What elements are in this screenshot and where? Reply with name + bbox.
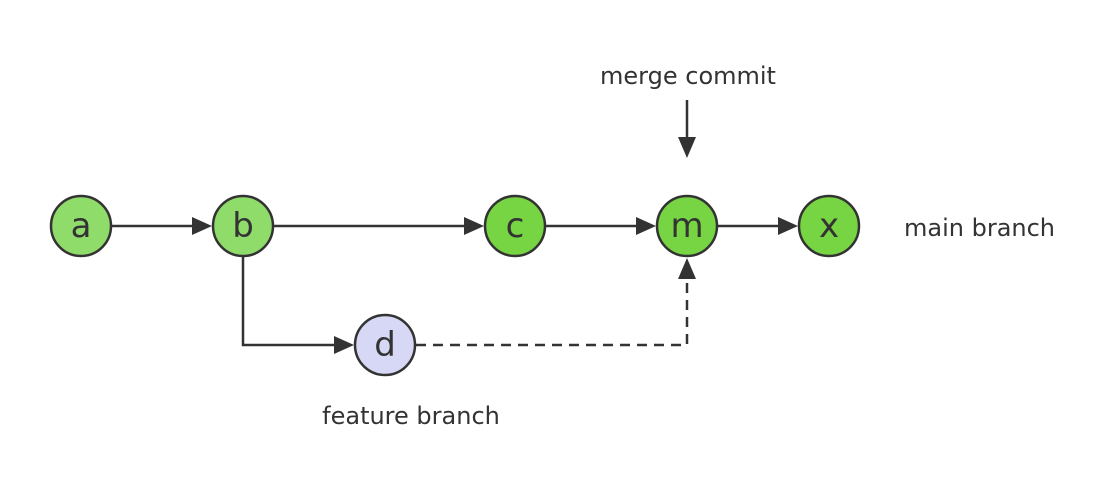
- node-d-circle: [353, 313, 417, 377]
- commit-node-c: c: [483, 194, 547, 258]
- node-c-label: c: [506, 206, 525, 246]
- edge-d-m-dashed: [416, 276, 689, 347]
- node-c-circle: [483, 194, 547, 258]
- feature-branch-caption: feature branch: [322, 402, 500, 430]
- commit-node-b: b: [211, 194, 275, 258]
- node-d-label: d: [374, 325, 396, 365]
- arrowhead-a-b: [192, 217, 212, 235]
- arrowhead-b-c: [464, 217, 484, 235]
- node-a-label: a: [71, 206, 92, 246]
- arrowhead-b-d: [334, 336, 354, 354]
- arrowhead-m-x: [778, 217, 798, 235]
- node-m-label: m: [670, 206, 703, 246]
- commit-node-m: m: [655, 194, 719, 258]
- commit-node-a: a: [49, 194, 113, 258]
- node-b-circle: [211, 194, 275, 258]
- node-x-label: x: [819, 206, 839, 246]
- merge-commit-caption: merge commit: [600, 62, 776, 90]
- arrowhead-c-m: [636, 217, 656, 235]
- commit-node-x: x: [797, 194, 861, 258]
- node-b-label: b: [232, 206, 254, 246]
- merge-commit-pointer-arrowhead: [678, 137, 696, 158]
- edge-b-d: [241, 257, 338, 347]
- node-m-circle: [655, 194, 719, 258]
- arrowhead-d-m: [678, 258, 696, 279]
- main-branch-caption: main branch: [904, 214, 1055, 242]
- commit-node-d: d: [353, 313, 417, 377]
- edges: [112, 100, 798, 354]
- node-x-circle: [797, 194, 861, 258]
- node-a-circle: [49, 194, 113, 258]
